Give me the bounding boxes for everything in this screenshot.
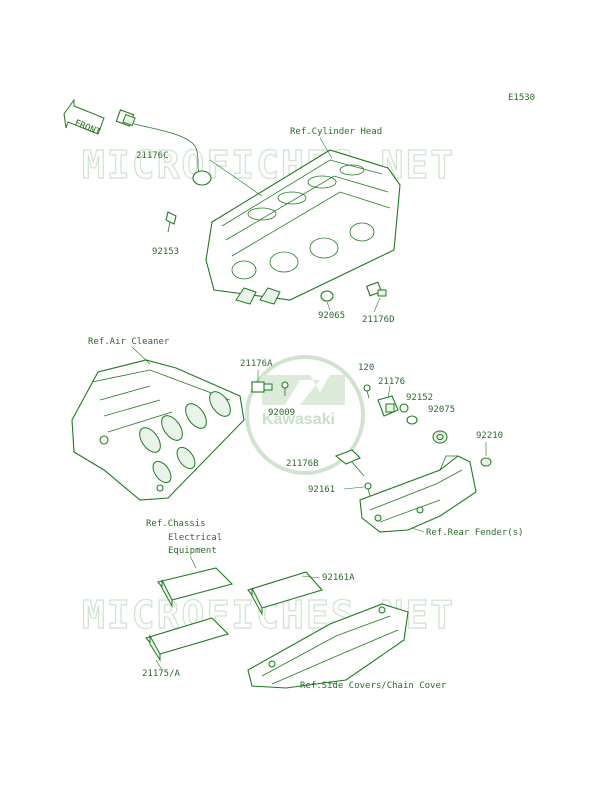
- washer-92065: [320, 290, 334, 302]
- label-92210: 92210: [476, 431, 503, 441]
- diagram-id: E1530: [508, 93, 535, 103]
- cylinder-head: [205, 149, 401, 305]
- grommet-92152: [399, 403, 409, 413]
- label-92009: 92009: [268, 408, 295, 418]
- sensor-21176: [377, 395, 399, 417]
- label-electrical: Electrical: [168, 533, 222, 543]
- label-ref-rear-fender: Ref.Rear Fender(s): [426, 528, 524, 538]
- ecu-module-right: [247, 571, 323, 616]
- label-ref-air-cleaner: Ref.Air Cleaner: [88, 337, 170, 347]
- logo-text: Kawasaki: [262, 411, 335, 428]
- sensor-21176a: [251, 381, 273, 393]
- label-21176a: 21176A: [240, 359, 273, 369]
- washer-92075-a: [406, 415, 418, 425]
- rear-fender: [359, 455, 477, 533]
- nut-92210: [480, 457, 492, 467]
- label-92152: 92152: [406, 393, 433, 403]
- screw-92161: [364, 482, 372, 497]
- sensor-21176d: [365, 281, 387, 297]
- label-21176b: 21176B: [286, 459, 319, 469]
- watermark-top: MICROFICHES.NET: [82, 143, 455, 187]
- label-21175a: 21175/A: [142, 669, 181, 679]
- label-92065: 92065: [318, 311, 345, 321]
- ecu-module-upper: [157, 567, 234, 608]
- nut-92075-b: [432, 430, 448, 444]
- label-92161a: 92161A: [322, 573, 355, 583]
- air-cleaner: [71, 359, 245, 501]
- label-ref-side-covers: Ref.Side Covers/Chain Cover: [300, 681, 447, 691]
- ecu-module-lower: [145, 617, 230, 662]
- label-21176c: 21176C: [136, 151, 169, 161]
- label-120: 120: [358, 363, 374, 373]
- label-21176d: 21176D: [362, 315, 395, 325]
- label-21176: 21176: [378, 377, 405, 387]
- label-ref-chassis: Ref.Chassis: [146, 519, 206, 529]
- side-cover: [247, 603, 409, 689]
- label-ref-cylinder-head: Ref.Cylinder Head: [290, 127, 382, 137]
- label-equipment: Equipment: [168, 546, 217, 556]
- label-92075: 92075: [428, 405, 455, 415]
- label-92153: 92153: [152, 247, 179, 257]
- front-arrow-icon: FRONT: [63, 98, 105, 138]
- bolt-120: [363, 384, 371, 399]
- label-92161: 92161: [308, 485, 335, 495]
- screw-92009: [281, 381, 289, 396]
- bracket-21176b: [334, 449, 365, 477]
- sensor-21176c: [115, 109, 212, 186]
- bolt-92153: [165, 211, 177, 233]
